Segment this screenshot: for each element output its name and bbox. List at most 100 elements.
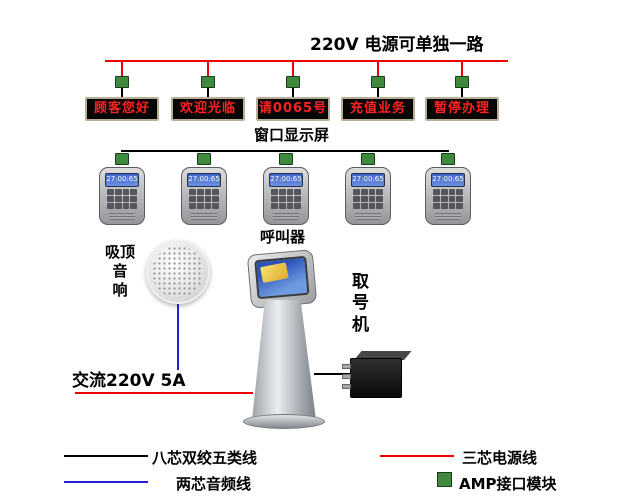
keypad-key: [204, 203, 212, 209]
window-led-display: 充值业务: [341, 97, 415, 121]
keypad-key: [353, 196, 360, 202]
caller-speaker-grill: [435, 212, 461, 220]
keypad-key: [368, 189, 376, 195]
caller-keypad: [433, 189, 463, 209]
audio-line: [177, 304, 179, 370]
caller-lcd: 27:00:65: [105, 173, 139, 187]
power-feed-label: 交流220V 5A: [72, 371, 186, 391]
amp-module-pin: [342, 364, 351, 369]
caller-lcd: 27:00:65: [187, 173, 221, 187]
keypad-key: [433, 196, 440, 202]
amp-connector-block: [441, 153, 455, 165]
kiosk-screen: [254, 255, 310, 300]
power-feed-line: [75, 392, 253, 394]
window-led-display: 请0065号: [256, 97, 330, 121]
kiosk-label: 取 号 机: [352, 272, 369, 335]
caller-keypad: [353, 189, 383, 209]
data-bus-line: [121, 150, 449, 152]
keypad-key: [433, 189, 440, 195]
window-led-display: 顾客您好: [85, 97, 159, 121]
keypad-key: [278, 189, 286, 195]
window-display-section-label: 窗口显示屏: [254, 126, 330, 144]
amp-connector-block: [197, 153, 211, 165]
keypad-key: [286, 189, 294, 195]
caller-section-label: 呼叫器: [260, 228, 306, 246]
keypad-key: [448, 189, 456, 195]
power-bus-line: [105, 60, 508, 62]
amp-connector-block: [201, 76, 215, 88]
keypad-key: [353, 203, 360, 209]
keypad-key: [114, 189, 122, 195]
legend-cat5-label: 八芯双绞五类线: [152, 449, 258, 467]
keypad-key: [212, 203, 219, 209]
caller-speaker-grill: [191, 212, 217, 220]
speaker-mesh: [152, 246, 204, 298]
power-drop-line: [121, 60, 123, 78]
keypad-key: [114, 196, 122, 202]
keypad-key: [456, 203, 463, 209]
amp-connector-block: [115, 153, 129, 165]
keypad-key: [189, 196, 196, 202]
ceiling-speaker: [146, 240, 210, 304]
keypad-key: [204, 196, 212, 202]
display-stem-line: [377, 88, 379, 98]
keypad-key: [107, 196, 114, 202]
caller-terminal: 27:00:65: [345, 167, 391, 225]
keypad-key: [353, 189, 360, 195]
legend-audio-swatch: [64, 481, 148, 483]
keypad-key: [196, 189, 204, 195]
caller-speaker-grill: [109, 212, 135, 220]
kiosk-base: [243, 414, 325, 429]
keypad-key: [368, 196, 376, 202]
keypad-key: [448, 196, 456, 202]
amp-module-pin: [342, 374, 351, 379]
kiosk-body: [252, 300, 316, 420]
amp-interface-module: [350, 358, 402, 398]
keypad-key: [286, 203, 294, 209]
amp-connector-block: [279, 153, 293, 165]
kiosk-amp-line: [314, 373, 354, 375]
keypad-key: [130, 196, 137, 202]
caller-terminal: 27:00:65: [181, 167, 227, 225]
keypad-key: [130, 203, 137, 209]
keypad-key: [360, 196, 368, 202]
keypad-key: [368, 203, 376, 209]
keypad-key: [122, 196, 130, 202]
keypad-key: [456, 189, 463, 195]
keypad-key: [271, 203, 278, 209]
caller-keypad: [271, 189, 301, 209]
caller-speaker-grill: [273, 212, 299, 220]
display-stem-line: [292, 88, 294, 98]
amp-connector-block: [371, 76, 385, 88]
legend-amp-swatch: [437, 472, 452, 487]
keypad-key: [376, 189, 383, 195]
keypad-key: [122, 189, 130, 195]
keypad-key: [189, 189, 196, 195]
keypad-key: [448, 203, 456, 209]
window-led-display: 暂停办理: [425, 97, 499, 121]
keypad-key: [360, 203, 368, 209]
caller-terminal: 27:00:65: [99, 167, 145, 225]
keypad-key: [271, 196, 278, 202]
power-drop-line: [292, 60, 294, 78]
keypad-key: [114, 203, 122, 209]
keypad-key: [212, 189, 219, 195]
legend-power-swatch: [380, 455, 454, 457]
display-stem-line: [207, 88, 209, 98]
power-drop-line: [461, 60, 463, 78]
keypad-key: [130, 189, 137, 195]
keypad-key: [376, 196, 383, 202]
amp-module-pin: [342, 384, 351, 389]
legend-amp-label: AMP接口模块: [459, 475, 557, 493]
display-stem-line: [121, 88, 123, 98]
caller-lcd: 27:00:65: [351, 173, 385, 187]
keypad-key: [271, 189, 278, 195]
caller-terminal: 27:00:65: [263, 167, 309, 225]
caller-terminal: 27:00:65: [425, 167, 471, 225]
power-drop-line: [377, 60, 379, 78]
keypad-key: [294, 196, 301, 202]
keypad-key: [122, 203, 130, 209]
window-led-display: 欢迎光临: [171, 97, 245, 121]
keypad-key: [440, 196, 448, 202]
